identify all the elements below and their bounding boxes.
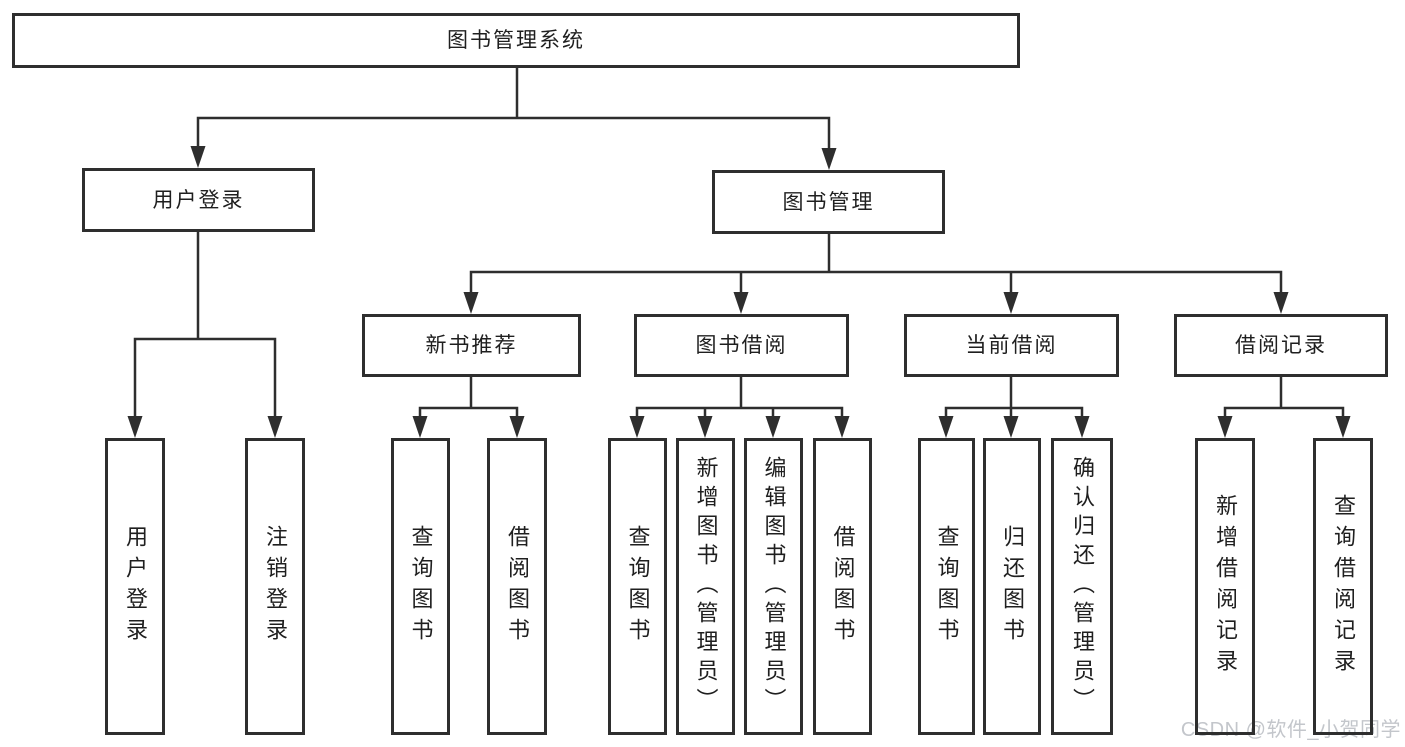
leaf-query-borrow-record-label: 查询借阅记录: [1331, 493, 1356, 680]
leaf-query-books-borrowing-label: 查询图书: [625, 524, 651, 649]
leaf-borrow-books-borrowing: 借阅图书: [813, 438, 872, 735]
node-current-borrowing-label: 当前借阅: [965, 334, 1058, 357]
leaf-add-books-admin-label: 新增图书（管理员）: [693, 456, 719, 717]
leaf-confirm-return-admin-label: 确认归还（管理员）: [1070, 456, 1095, 717]
node-book-management-label: 图书管理: [782, 190, 875, 214]
leaf-query-books-current-label: 查询图书: [934, 524, 960, 649]
csdn-watermark: CSDN @软件_小贺同学: [1180, 719, 1401, 741]
leaf-edit-books-admin: 编辑图书（管理员）: [744, 438, 803, 735]
leaf-user-login-label: 用户登录: [123, 524, 148, 649]
arrowheads: [127, 146, 1351, 438]
node-book-management: 图书管理: [712, 170, 945, 234]
node-user-login: 用户登录: [82, 168, 315, 232]
leaf-logout-label: 注销登录: [263, 524, 288, 649]
node-book-borrowing: 图书借阅: [634, 314, 849, 377]
node-new-book-recommend-label: 新书推荐: [425, 334, 518, 357]
leaf-query-books-recommend-label: 查询图书: [408, 524, 434, 649]
leaf-logout: 注销登录: [245, 438, 305, 735]
leaf-add-borrow-record: 新增借阅记录: [1195, 438, 1255, 735]
node-borrow-records-label: 借阅记录: [1235, 334, 1327, 357]
node-root-label: 图书管理系统: [447, 29, 585, 52]
node-user-login-label: 用户登录: [152, 188, 245, 212]
node-current-borrowing: 当前借阅: [904, 314, 1119, 377]
leaf-add-books-admin: 新增图书（管理员）: [676, 438, 735, 735]
leaf-add-borrow-record-label: 新增借阅记录: [1213, 493, 1238, 680]
leaf-query-books-recommend: 查询图书: [391, 438, 450, 735]
leaf-return-books: 归还图书: [983, 438, 1041, 735]
node-root-system: 图书管理系统: [12, 13, 1020, 68]
leaf-borrow-books-borrowing-label: 借阅图书: [830, 524, 856, 649]
leaf-query-books-borrowing: 查询图书: [608, 438, 667, 735]
leaf-query-books-current: 查询图书: [918, 438, 975, 735]
node-book-borrowing-label: 图书借阅: [695, 334, 788, 357]
leaf-confirm-return-admin: 确认归还（管理员）: [1051, 438, 1113, 735]
node-borrow-records: 借阅记录: [1174, 314, 1388, 377]
node-new-book-recommend: 新书推荐: [362, 314, 581, 377]
leaf-return-books-label: 归还图书: [1000, 524, 1025, 649]
leaf-user-login: 用户登录: [105, 438, 165, 735]
leaf-edit-books-admin-label: 编辑图书（管理员）: [761, 456, 787, 717]
leaf-borrow-books-recommend-label: 借阅图书: [505, 524, 530, 649]
leaf-borrow-books-recommend: 借阅图书: [487, 438, 547, 735]
leaf-query-borrow-record: 查询借阅记录: [1313, 438, 1373, 735]
